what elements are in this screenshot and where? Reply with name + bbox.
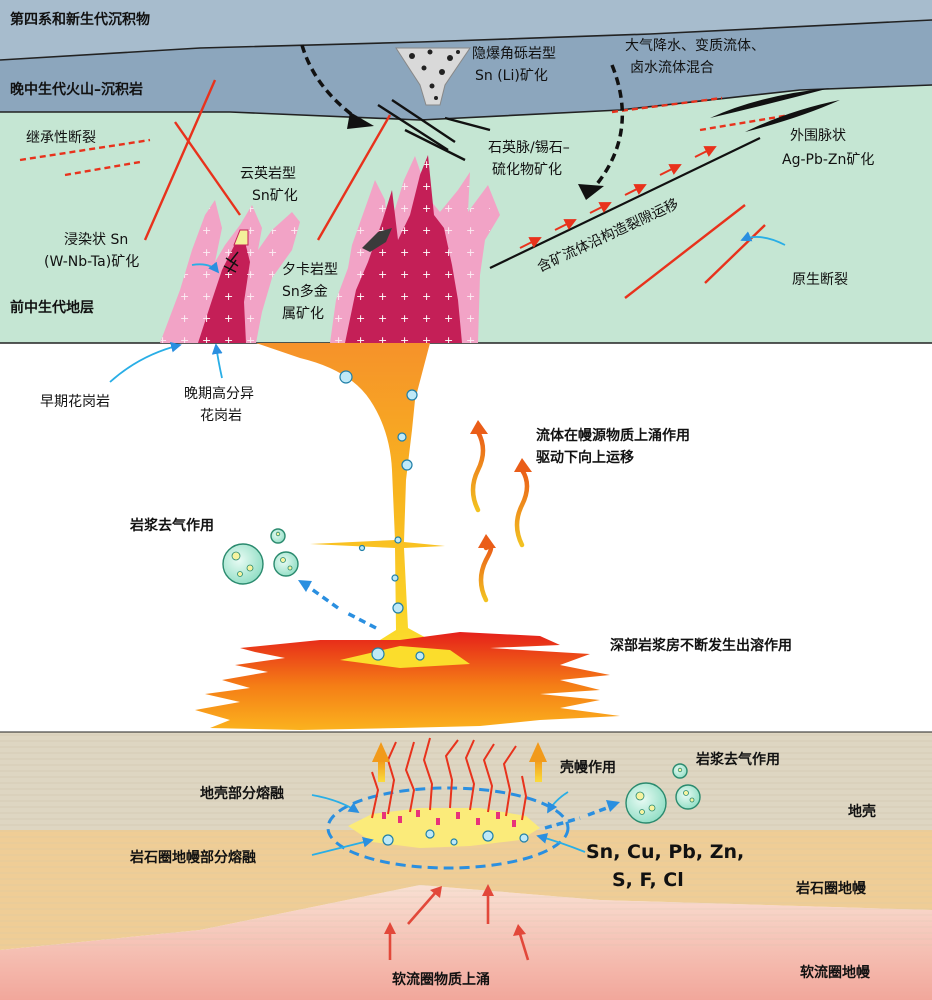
degassing-arrows-lower: [544, 804, 613, 830]
inherited-fault-label: 继承性断裂: [26, 130, 96, 146]
breccia-fragments: [409, 49, 460, 100]
peripheral-vein-label: 外围脉状 Ag-Pb-Zn矿化: [782, 128, 874, 168]
asthenosphere-upwelling-arrows: [388, 891, 530, 961]
skarn-body-icon: [362, 228, 392, 252]
faults: [19, 79, 791, 299]
magma-conduit: [256, 343, 445, 650]
crust-melting-label: 地壳部分熔融: [200, 785, 284, 802]
peripheral-vein-lenses: [710, 88, 840, 132]
fluid-upwelling-label: 流体在幔源物质上涌作用 驱动下向上运移: [536, 427, 695, 466]
degassing-arrow-head: [606, 800, 620, 812]
quartz-vein-label: 石英脉/锡石– 硫化物矿化: [488, 139, 574, 178]
quaternary-layer: [0, 0, 932, 60]
layer-label-strata: 前中生代地层: [10, 299, 94, 316]
mixing-fluid-arrow: [590, 64, 624, 192]
volcanic-sedimentary-layer: [0, 20, 932, 120]
conduit-bubbles: [339, 370, 425, 661]
deep-magma-chamber: [195, 632, 620, 730]
chamber-top-melt: [340, 646, 470, 668]
label-pointer-arrows: [109, 231, 786, 856]
fluid-upwelling-arrow-heads: [470, 420, 532, 548]
mixing-fluid-arrow-head: [578, 184, 604, 200]
meteoric-fluid-arrow-head: [347, 112, 374, 129]
asthenosphere-arrow-heads: [384, 884, 526, 936]
melting-zone-boundary: [326, 786, 570, 870]
exsolution-label: 深部岩浆房不断发生出溶作用: [610, 637, 792, 654]
lithospheric-mantle-texture: [0, 830, 932, 950]
degassing-label-upper: 岩浆去气作用: [129, 517, 214, 534]
elements-label: Sn, Cu, Pb, Zn, S, F, Cl: [586, 841, 751, 891]
degassing-arrows-upper: [304, 583, 377, 630]
greisen-label: 云英岩型 Sn矿化: [240, 165, 300, 204]
skarn-label: 夕卡岩型 Sn多金 属矿化: [282, 262, 342, 322]
layer-label-crust: 地壳: [848, 803, 876, 820]
degassing-arrow-head: [298, 580, 312, 592]
disseminated-veinlets: [223, 251, 239, 273]
layer-label-quaternary: 第四系和新生代沉积物: [10, 11, 150, 28]
melt-droplets: [382, 810, 516, 827]
early-granite-label: 早期花岗岩: [40, 394, 110, 410]
breccia-label: 隐爆角砾岩型 Sn (Li)矿化: [472, 46, 560, 84]
asthenosphere-upwelling-label: 软流圈物质上涌: [392, 971, 490, 988]
melt-zone-bubbles: [382, 829, 529, 846]
mantle-melting-label: 岩石圈地幔部分熔融: [129, 849, 256, 866]
primary-fault-label: 原生断裂: [792, 272, 848, 288]
melt-roots: [371, 737, 528, 821]
meteoric-fluid-label: 大气降水、变质流体、 卤水流体混合: [625, 38, 769, 76]
fluid-flow-arrows: [519, 146, 717, 249]
degassing-bubbles-lower: [625, 763, 701, 824]
crust-mantle-label: 壳幔作用: [559, 759, 616, 776]
quartz-vein-lines: [377, 99, 491, 162]
layer-label-volcanic: 晚中生代火山–沉积岩: [10, 81, 143, 98]
breccia-pipe-icon: [395, 47, 471, 106]
layer-label-asthenosphere: 软流圈地幔: [800, 964, 871, 981]
layer-label-lith-mantle: 岩石圈地幔: [795, 880, 867, 897]
degassing-bubbles-upper: [222, 528, 299, 585]
late-granite-label: 晚期高分异 花岗岩: [184, 385, 258, 424]
degassing-label-lower: 岩浆去气作用: [695, 751, 780, 768]
layer-boundary-line: [0, 19, 932, 61]
disseminated-label: 浸染状 Sn (W-Nb-Ta)矿化: [44, 232, 139, 270]
crust-upwelling-arrows: [372, 742, 547, 782]
